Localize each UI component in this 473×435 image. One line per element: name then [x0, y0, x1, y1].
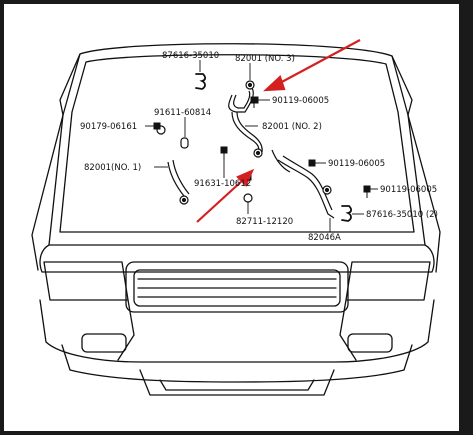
- hood-inner-line: [59, 54, 415, 233]
- label-91631-10612: 91631-10612: [194, 179, 251, 189]
- right-fog-lamp: [347, 333, 393, 353]
- label-87616-35010: 87616-35010: [162, 51, 219, 61]
- strap-82001-no3-inner: [233, 90, 251, 109]
- label-90179-06161: 90179-06161: [80, 122, 137, 132]
- red-arrow-lower-head: [236, 168, 255, 187]
- harness-82046a-branch: [271, 149, 291, 173]
- label-87616-35010-2: 87616-35010 (2): [366, 210, 438, 220]
- ground-point-no2-inner: [255, 150, 261, 156]
- ground-point-right-inner: [324, 187, 330, 193]
- ground-point-top-inner: [247, 82, 253, 88]
- left-fender-line: [31, 114, 64, 271]
- label-82001-no2: 82001 (NO. 2): [262, 122, 322, 132]
- right-fender-line: [407, 114, 441, 273]
- harness-82046a-inner: [282, 155, 333, 211]
- strap-82001-no1: [167, 161, 185, 197]
- ground-point-no1-bottom-inner: [181, 197, 187, 203]
- hook-clip-87616-right: [341, 205, 353, 222]
- red-arrow-upper-head: [263, 75, 286, 92]
- clip-91611: [180, 137, 189, 149]
- hook-clip-87616-top: [195, 73, 207, 90]
- label-90119-06005-c: 90119-06005: [380, 185, 437, 195]
- bolt-90179: [153, 122, 161, 130]
- bumper-outline: [39, 299, 435, 363]
- label-82711-12120: 82711-12120: [236, 217, 293, 227]
- front-fascia-top: [39, 244, 435, 273]
- hood-outline: [48, 43, 426, 246]
- bolt-90119-top: [250, 96, 259, 104]
- tow-bracket-left: [117, 299, 135, 361]
- label-82046a: 82046A: [308, 233, 341, 243]
- harness-82046a: [277, 159, 335, 219]
- label-82001-no1: 82001(NO. 1): [84, 163, 141, 173]
- skid-plate-inner: [159, 379, 315, 391]
- bolt-90119-low: [363, 185, 371, 193]
- label-90119-06005-a: 90119-06005: [272, 96, 329, 106]
- label-82001-no3: 82001 (NO. 3): [235, 54, 295, 64]
- strap-82001-no3: [228, 87, 254, 113]
- red-arrow-lower-shaft: [196, 179, 244, 223]
- label-91611-60814: 91611-60814: [154, 108, 211, 118]
- left-fog-lamp: [81, 333, 127, 353]
- strap-82001-no2-inner: [236, 111, 263, 153]
- grille-bars: [137, 278, 337, 298]
- bolt-91631: [220, 146, 228, 154]
- bolt-90119-mid: [308, 159, 316, 167]
- bumper-lower: [61, 344, 413, 383]
- label-90119-06005-b: 90119-06005: [328, 159, 385, 169]
- cowl-line-right: [391, 55, 413, 116]
- grille-outer: [125, 261, 349, 313]
- skid-plate: [139, 369, 335, 396]
- grille-inner: [133, 269, 341, 307]
- red-arrow-upper-shaft: [277, 39, 361, 85]
- tow-bracket-right: [339, 299, 357, 361]
- strap-82001-no1-inner: [172, 159, 190, 195]
- ground-point-82711: [243, 193, 253, 203]
- paper-background: [4, 4, 459, 431]
- cowl-line-left: [59, 53, 81, 116]
